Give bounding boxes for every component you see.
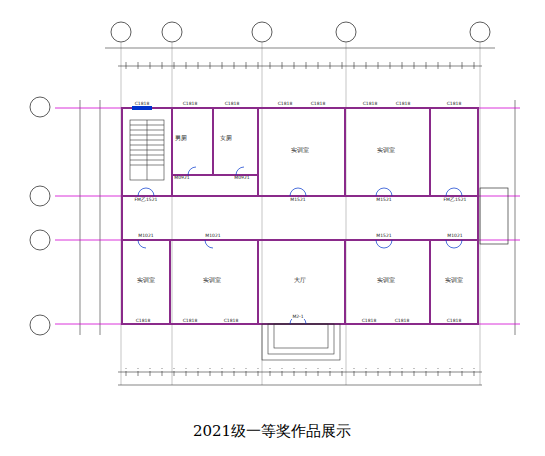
room-label: 实训室	[135, 275, 157, 286]
component-code: M1021	[446, 234, 463, 239]
room-label: 大厅	[292, 275, 308, 286]
room-label: 实训室	[443, 275, 465, 286]
component-code: M1521	[289, 198, 306, 203]
component-code: FM乙1521	[443, 198, 468, 203]
room-label: 实训室	[201, 275, 223, 286]
room-name: 女厕	[220, 134, 232, 143]
caption: 2021级一等奖作品展示	[193, 422, 351, 441]
component-code: C1818	[446, 102, 463, 107]
component-code: C1818	[277, 102, 294, 107]
component-code: C1818	[135, 319, 152, 324]
room-name: 实训室	[445, 276, 463, 285]
component-code: M1021	[204, 234, 221, 239]
component-code: M2-1	[291, 315, 304, 320]
room-label: 实训室	[375, 275, 397, 286]
room-label: 实训室	[289, 145, 311, 156]
component-code: C1818	[223, 319, 240, 324]
component-code: C1818	[446, 319, 463, 324]
room-name: 实训室	[291, 146, 309, 155]
room-name: 实训室	[377, 146, 395, 155]
room-label: 实训室	[375, 145, 397, 156]
component-code: M0921	[173, 176, 190, 181]
room-name: 实训室	[377, 276, 395, 285]
component-code: C1818	[224, 102, 241, 107]
component-code: C1818	[310, 102, 327, 107]
room-name: 实训室	[203, 276, 221, 285]
component-code: C1818	[362, 102, 379, 107]
component-code: C1818	[182, 102, 199, 107]
component-code: M1021	[137, 234, 154, 239]
component-code: FM乙1521	[134, 198, 159, 203]
component-code: C1818	[395, 102, 412, 107]
component-code: C1818	[394, 319, 411, 324]
component-code: C1818	[361, 319, 378, 324]
room-label: 男厕	[173, 133, 189, 144]
room-name: 大厅	[294, 276, 306, 285]
component-code: C1818	[134, 102, 151, 107]
room-label: 女厕	[218, 133, 234, 144]
component-code: M0921	[233, 176, 250, 181]
component-code: M1521	[375, 234, 392, 239]
room-name: 男厕	[175, 134, 187, 143]
room-name: 实训室	[137, 276, 155, 285]
component-code: M1521	[375, 198, 392, 203]
component-code: C1818	[182, 319, 199, 324]
